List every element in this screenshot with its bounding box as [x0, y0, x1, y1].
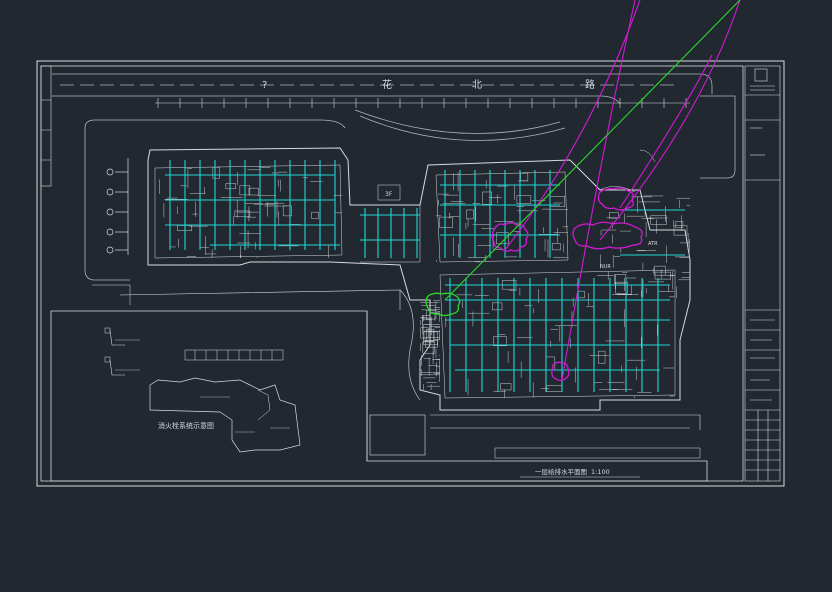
room-fixture [426, 310, 437, 320]
room-fixture [439, 216, 453, 228]
cloud-3 [597, 187, 634, 211]
room-fixture [282, 205, 292, 217]
room-fixture [420, 327, 429, 339]
axis-bubble [106, 208, 114, 216]
legend-panel [50, 310, 708, 482]
legend-title: 消火栓系统示意图 [158, 421, 214, 430]
cloud-2 [572, 221, 643, 250]
room-fixture [423, 330, 434, 342]
room-fixture [492, 302, 503, 311]
room-fixture [608, 212, 619, 219]
room-tags: 3F ATR NUR [385, 191, 658, 270]
leader-lines [444, 0, 741, 381]
room-fixture [675, 221, 684, 229]
room-fixture [673, 225, 688, 236]
axis-bubble [106, 228, 114, 236]
room-fixture [482, 191, 492, 205]
street-char-4: 路 [585, 78, 595, 91]
room-fixture [654, 265, 666, 276]
room-fixture [225, 183, 237, 190]
room-fixture [516, 195, 532, 204]
room-label-atr: ATR [648, 241, 658, 247]
room-fixture [598, 350, 606, 364]
room-fixture [423, 331, 439, 346]
cloud-4 [551, 361, 570, 382]
street-name: ? 花 北 路 [262, 78, 595, 91]
room-fixture [615, 281, 628, 294]
room-fixture [650, 215, 667, 225]
legend-table [184, 349, 284, 361]
room-fixture [654, 271, 671, 280]
cloud-5 [425, 292, 461, 317]
cloud-1 [491, 221, 529, 252]
leader-magenta-2 [561, 0, 636, 381]
room-fixture [551, 243, 561, 251]
room-fixture [425, 339, 438, 348]
title-block [744, 65, 781, 482]
room-fixture [422, 341, 435, 354]
room-fixture [248, 187, 259, 196]
revision-clouds [425, 187, 643, 382]
room-fixture [234, 210, 251, 218]
room-label-3f: 3F [385, 191, 393, 198]
leader-magenta-3 [599, 0, 741, 241]
building-outline [92, 147, 701, 459]
axis-bubble [106, 168, 114, 176]
room-fixture [496, 232, 509, 245]
pipe-network [165, 160, 685, 392]
room-fixture [426, 328, 435, 343]
axis-bubble [106, 188, 114, 196]
room-fixture [212, 167, 220, 179]
interior-walls [159, 166, 690, 398]
room-fixture [311, 211, 319, 219]
room-fixture [466, 209, 474, 220]
street-char-2: 花 [382, 78, 392, 91]
room-fixture [500, 383, 512, 391]
axis-bubble [106, 246, 114, 254]
room-label-nur: NUR [600, 264, 611, 270]
grid-axis-left [106, 158, 129, 255]
street-char-1: ? [262, 80, 267, 91]
room-fixture [493, 336, 507, 347]
street-char-3: 北 [472, 79, 482, 91]
leader-green-1 [444, 0, 741, 301]
leader-magenta-4 [619, 54, 713, 209]
leader-magenta-1 [504, 0, 641, 251]
